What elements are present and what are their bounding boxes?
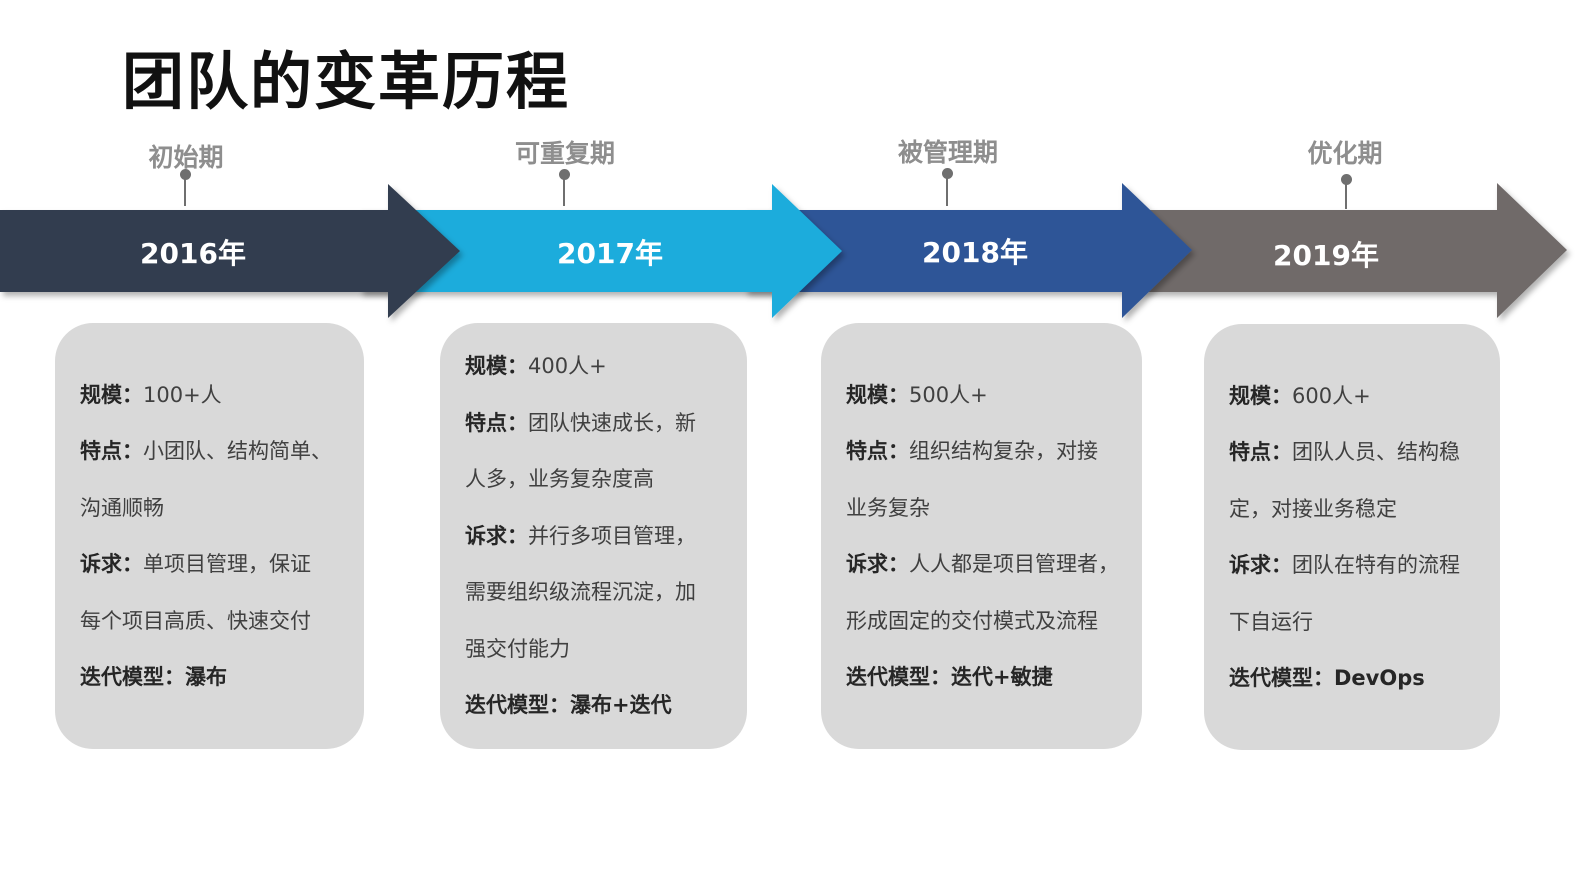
demand-row-cont: 形成固定的交付模式及流程 <box>846 608 1098 633</box>
demand-row: 诉求：单项目管理，保证 <box>80 552 311 576</box>
phase-label-initial: 初始期 <box>148 143 224 172</box>
arrow-2016 <box>0 184 460 318</box>
model-row: 迭代模型：瀑布 <box>80 665 227 689</box>
stage-card-2019: 规模：600人+ 特点：团队人员、结构稳 定，对接业务稳定 诉求：团队在特有的流… <box>1204 324 1500 750</box>
arrow-2018 <box>745 183 1192 318</box>
feature-row-cont: 定，对接业务稳定 <box>1229 496 1397 521</box>
phase-label-optimizing: 优化期 <box>1307 139 1383 168</box>
timeline-pin-line <box>1345 179 1347 209</box>
year-label-2019: 2019年 <box>1273 239 1379 272</box>
feature-row-cont: 人多，业务复杂度高 <box>465 467 654 492</box>
feature-row-cont: 沟通顺畅 <box>80 495 164 520</box>
model-row: 迭代模型：迭代+敏捷 <box>846 665 1053 689</box>
timeline-pin-line <box>946 173 948 206</box>
arrow-2017 <box>360 184 842 318</box>
timeline-pin-line <box>563 174 565 206</box>
scale-row: 规模：500人+ <box>846 382 988 407</box>
demand-row: 诉求：人人都是项目管理者， <box>846 552 1119 576</box>
timeline-pin-line <box>184 174 186 206</box>
arrow-2019 <box>1128 183 1567 318</box>
demand-row-cont: 需要组织级流程沉淀，加 <box>465 580 696 605</box>
phase-label-managed: 被管理期 <box>897 138 999 167</box>
model-row: 迭代模型：瀑布+迭代 <box>465 693 672 718</box>
year-label-2016: 2016年 <box>140 237 246 270</box>
year-label-2017: 2017年 <box>557 237 663 270</box>
demand-row: 诉求：并行多项目管理， <box>465 523 696 548</box>
year-label-2018: 2018年 <box>922 236 1028 269</box>
scale-row: 规模：600人+ <box>1229 383 1371 408</box>
feature-row: 特点：组织结构复杂，对接 <box>846 439 1098 463</box>
feature-row: 特点：小团队、结构简单、 <box>80 439 332 463</box>
model-row: 迭代模型：DevOps <box>1229 666 1425 690</box>
phase-label-repeatable: 可重复期 <box>514 139 616 168</box>
demand-row-cont: 下自运行 <box>1229 609 1313 634</box>
scale-row: 规模：100+人 <box>80 382 222 407</box>
feature-row: 特点：团队人员、结构稳 <box>1229 440 1460 464</box>
demand-row: 诉求：团队在特有的流程 <box>1229 553 1460 577</box>
feature-row: 特点：团队快速成长，新 <box>465 410 696 435</box>
stage-card-2018: 规模：500人+ 特点：组织结构复杂，对接 业务复杂 诉求：人人都是项目管理者，… <box>821 323 1142 749</box>
stage-card-2017: 规模：400人+ 特点：团队快速成长，新 人多，业务复杂度高 诉求：并行多项目管… <box>440 323 747 749</box>
demand-row-cont: 每个项目高质、快速交付 <box>80 608 311 633</box>
stage-card-2016: 规模：100+人 特点：小团队、结构简单、 沟通顺畅 诉求：单项目管理，保证 每… <box>55 323 364 749</box>
page-title: 团队的变革历程 <box>122 45 571 118</box>
scale-row: 规模：400人+ <box>465 354 607 379</box>
demand-row-cont: 强交付能力 <box>465 636 570 661</box>
feature-row-cont: 业务复杂 <box>846 495 930 520</box>
